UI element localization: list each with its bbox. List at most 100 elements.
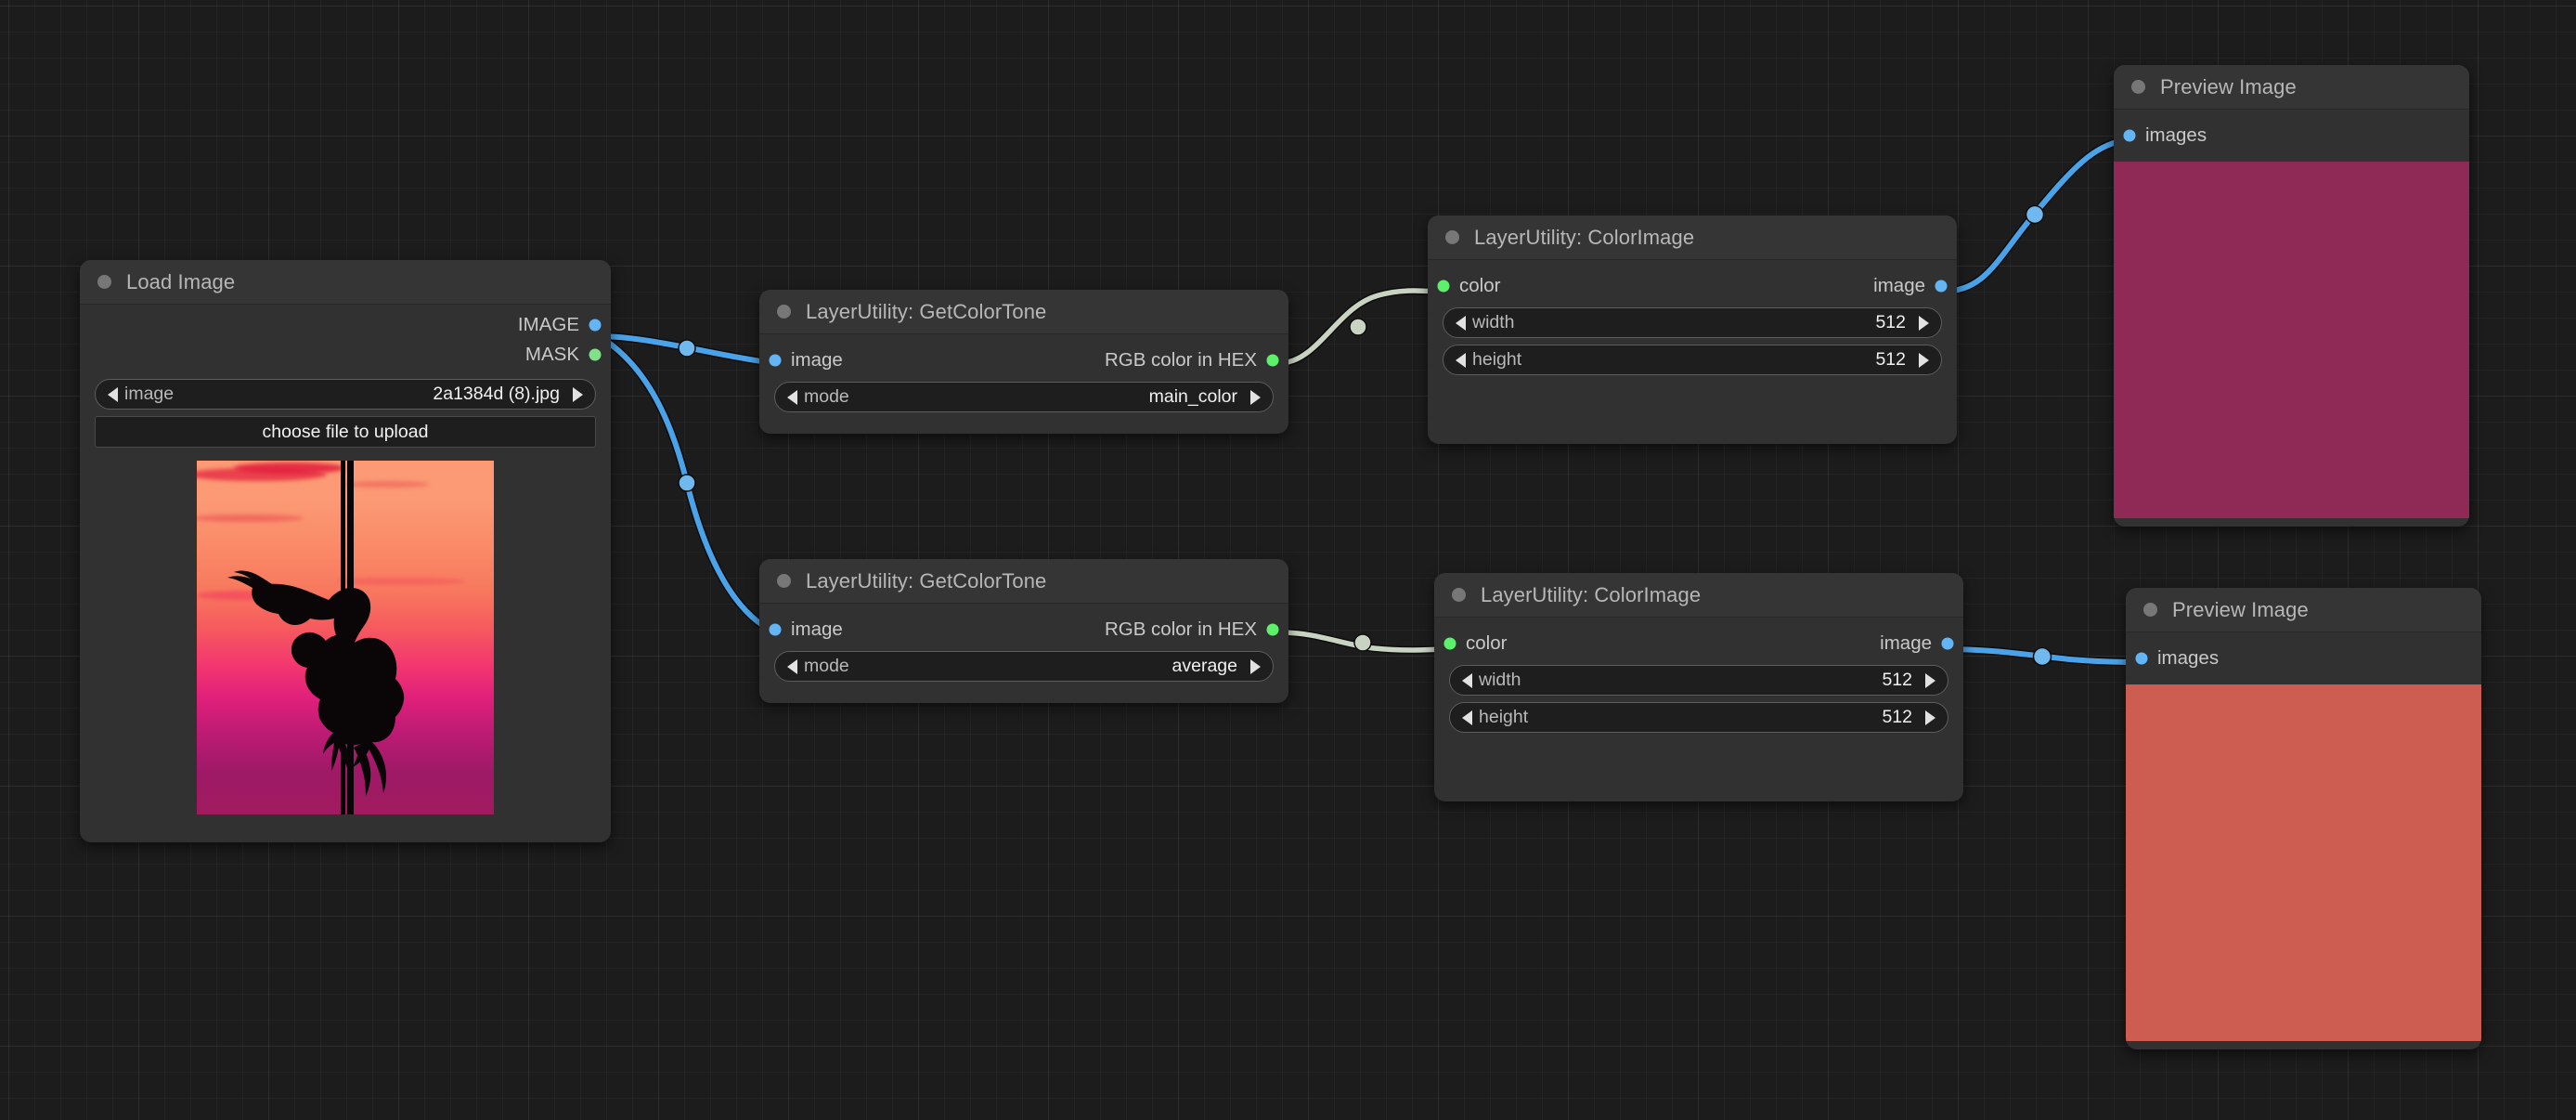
widget-mode-combo[interactable]: mode main_color [774, 382, 1274, 412]
widget-label: height [1479, 707, 1529, 727]
widget-value: main_color [1148, 386, 1237, 407]
preview-image-swatch [2126, 684, 2481, 1041]
node-body: color image width 512 height 512 [1428, 271, 1957, 375]
widget-value: 512 [1882, 707, 1912, 727]
widget-value: 512 [1875, 349, 1906, 370]
port-images-in-icon[interactable] [2123, 129, 2136, 142]
collapse-toggle-icon[interactable] [2131, 80, 2145, 94]
chevron-right-icon[interactable] [1919, 352, 1929, 368]
node-title: Preview Image [2160, 74, 2297, 98]
widget-label: image [124, 384, 175, 404]
node-preview-image-bottom[interactable]: Preview Image images [2126, 588, 2481, 1049]
cloud-band [345, 481, 429, 488]
port-string-out-icon[interactable] [1266, 623, 1279, 636]
chevron-left-icon[interactable] [1456, 352, 1466, 368]
node-colorimage-top[interactable]: LayerUtility: ColorImage color image wid… [1428, 215, 1957, 444]
output-slot-label: RGB color in HEX [1104, 349, 1257, 371]
port-string-out-icon[interactable] [1266, 354, 1279, 367]
output-slot-mask[interactable]: MASK [80, 340, 611, 370]
node-body: images [2114, 121, 2469, 518]
io-row: image RGB color in HEX [759, 615, 1288, 645]
node-getcolortone-main[interactable]: LayerUtility: GetColorTone image RGB col… [759, 290, 1288, 434]
widget-height-number[interactable]: height 512 [1449, 702, 1948, 733]
port-color-in-icon[interactable] [1443, 637, 1456, 650]
io-row: color image [1434, 629, 1963, 658]
node-preview-image-top[interactable]: Preview Image images [2114, 65, 2469, 527]
node-title: Preview Image [2172, 597, 2309, 621]
node-header[interactable]: Load Image [80, 260, 611, 305]
chevron-right-icon[interactable] [1925, 672, 1935, 688]
input-slot-label: images [2157, 647, 2220, 669]
widget-label: mode [804, 656, 849, 676]
widget-label: mode [804, 386, 849, 407]
button-label: choose file to upload [262, 421, 429, 442]
widget-image-combo[interactable]: image 2a1384d (8).jpg [95, 379, 596, 410]
widget-value: 2a1384d (8).jpg [433, 384, 560, 404]
cloud-band [336, 578, 466, 585]
chevron-left-icon[interactable] [108, 386, 118, 402]
io-row: images [2126, 644, 2481, 673]
node-title: LayerUtility: ColorImage [1474, 225, 1695, 249]
output-slot-label: RGB color in HEX [1104, 619, 1257, 640]
widget-mode-combo[interactable]: mode average [774, 651, 1274, 682]
chevron-right-icon[interactable] [1250, 658, 1261, 674]
node-title: LayerUtility: GetColorTone [806, 568, 1047, 593]
node-header[interactable]: Preview Image [2126, 588, 2481, 632]
input-slot-label: image [791, 619, 843, 640]
collapse-toggle-icon[interactable] [2143, 603, 2157, 617]
chevron-right-icon[interactable] [1250, 389, 1261, 405]
widget-width-number[interactable]: width 512 [1449, 665, 1948, 696]
collapse-toggle-icon[interactable] [1452, 588, 1466, 602]
node-colorimage-bottom[interactable]: LayerUtility: ColorImage color image wid… [1434, 573, 1963, 801]
output-slot-image[interactable]: IMAGE [80, 310, 611, 340]
port-image-out-icon[interactable] [1941, 637, 1954, 650]
chevron-left-icon[interactable] [787, 389, 797, 405]
port-image-in-icon[interactable] [769, 623, 782, 636]
chevron-right-icon[interactable] [1919, 315, 1929, 331]
chevron-left-icon[interactable] [1462, 710, 1472, 725]
output-slot-label: MASK [524, 344, 579, 365]
port-color-in-icon[interactable] [1437, 280, 1450, 293]
io-row: images [2114, 121, 2469, 150]
collapse-toggle-icon[interactable] [777, 305, 791, 319]
output-slot-label: IMAGE [517, 314, 579, 335]
choose-file-to-upload-button[interactable]: choose file to upload [95, 416, 596, 448]
widget-label: width [1472, 312, 1515, 332]
node-body: image RGB color in HEX mode average [759, 615, 1288, 682]
chevron-left-icon[interactable] [1456, 315, 1466, 331]
input-slot-label: color [1466, 632, 1508, 654]
node-header[interactable]: Preview Image [2114, 65, 2469, 110]
widget-label: width [1479, 670, 1521, 690]
port-images-in-icon[interactable] [2135, 652, 2148, 665]
port-mask-out-icon[interactable] [589, 348, 602, 361]
collapse-toggle-icon[interactable] [1445, 230, 1459, 244]
chevron-left-icon[interactable] [1462, 672, 1472, 688]
node-header[interactable]: LayerUtility: ColorImage [1434, 573, 1963, 618]
node-load-image[interactable]: Load Image IMAGE MASK image 2a1384d (8).… [80, 260, 611, 842]
output-slot-label: image [1880, 632, 1932, 654]
node-body: color image width 512 height 512 [1434, 629, 1963, 733]
chevron-right-icon[interactable] [573, 386, 583, 402]
chevron-right-icon[interactable] [1925, 710, 1935, 725]
widget-width-number[interactable]: width 512 [1443, 307, 1942, 338]
port-image-out-icon[interactable] [1935, 280, 1948, 293]
node-body: IMAGE MASK image 2a1384d (8).jpg choose … [80, 310, 611, 814]
collapse-toggle-icon[interactable] [777, 574, 791, 588]
port-image-in-icon[interactable] [769, 354, 782, 367]
node-getcolortone-average[interactable]: LayerUtility: GetColorTone image RGB col… [759, 559, 1288, 703]
io-row: color image [1428, 271, 1957, 301]
node-title: LayerUtility: GetColorTone [806, 299, 1047, 323]
cloud-band [197, 591, 299, 600]
node-body: images [2126, 644, 2481, 1041]
node-header[interactable]: LayerUtility: GetColorTone [759, 290, 1288, 334]
widget-value: 512 [1875, 312, 1906, 332]
node-header[interactable]: LayerUtility: ColorImage [1428, 215, 1957, 260]
collapse-toggle-icon[interactable] [97, 275, 111, 289]
widget-height-number[interactable]: height 512 [1443, 345, 1942, 375]
port-image-out-icon[interactable] [589, 319, 602, 332]
widget-label: height [1472, 349, 1522, 370]
node-body: image RGB color in HEX mode main_color [759, 345, 1288, 412]
node-header[interactable]: LayerUtility: GetColorTone [759, 559, 1288, 604]
chevron-left-icon[interactable] [787, 658, 797, 674]
